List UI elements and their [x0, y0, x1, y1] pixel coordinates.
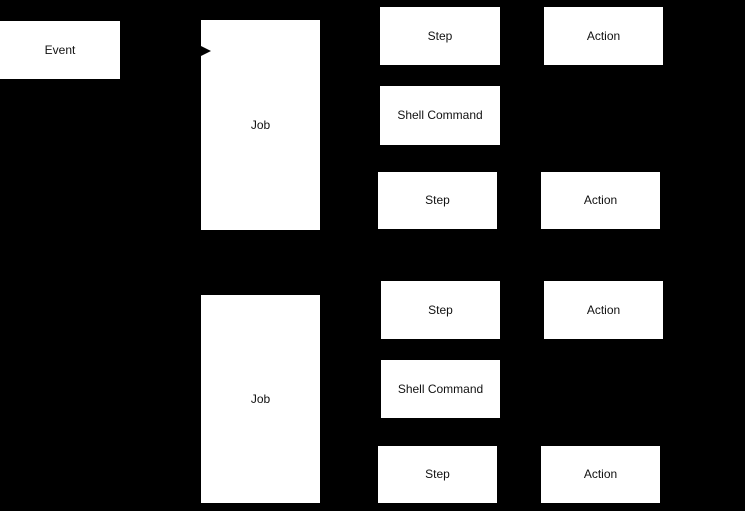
- node-label: Job: [250, 117, 271, 132]
- node-step-2: Step: [378, 172, 497, 229]
- node-label: Shell Command: [397, 381, 484, 396]
- node-action-3: Action: [544, 281, 663, 339]
- node-job-1: Job: [201, 20, 320, 230]
- node-label: Step: [425, 467, 450, 482]
- node-label: Event: [44, 42, 76, 57]
- node-label: Action: [583, 467, 618, 482]
- node-shell-command-1: Shell Command: [380, 86, 500, 145]
- node-action-2: Action: [541, 172, 660, 229]
- node-step-1: Step: [380, 7, 500, 65]
- node-step-4: Step: [378, 446, 497, 503]
- node-action-1: Action: [544, 7, 663, 65]
- node-label: Action: [583, 193, 618, 208]
- node-label: Action: [586, 28, 621, 43]
- node-label: Job: [250, 391, 271, 406]
- node-label: Step: [425, 193, 450, 208]
- node-label: Action: [586, 302, 621, 317]
- node-job-2: Job: [201, 295, 320, 503]
- node-event: Event: [0, 21, 120, 79]
- node-label: Shell Command: [397, 108, 483, 123]
- arrowhead-icon-event-to-job-1: [201, 46, 211, 56]
- node-label: Step: [428, 302, 453, 317]
- node-action-4: Action: [541, 446, 660, 503]
- node-step-3: Step: [381, 281, 500, 339]
- node-label: Step: [427, 28, 453, 43]
- node-shell-command-2: Shell Command: [381, 360, 500, 418]
